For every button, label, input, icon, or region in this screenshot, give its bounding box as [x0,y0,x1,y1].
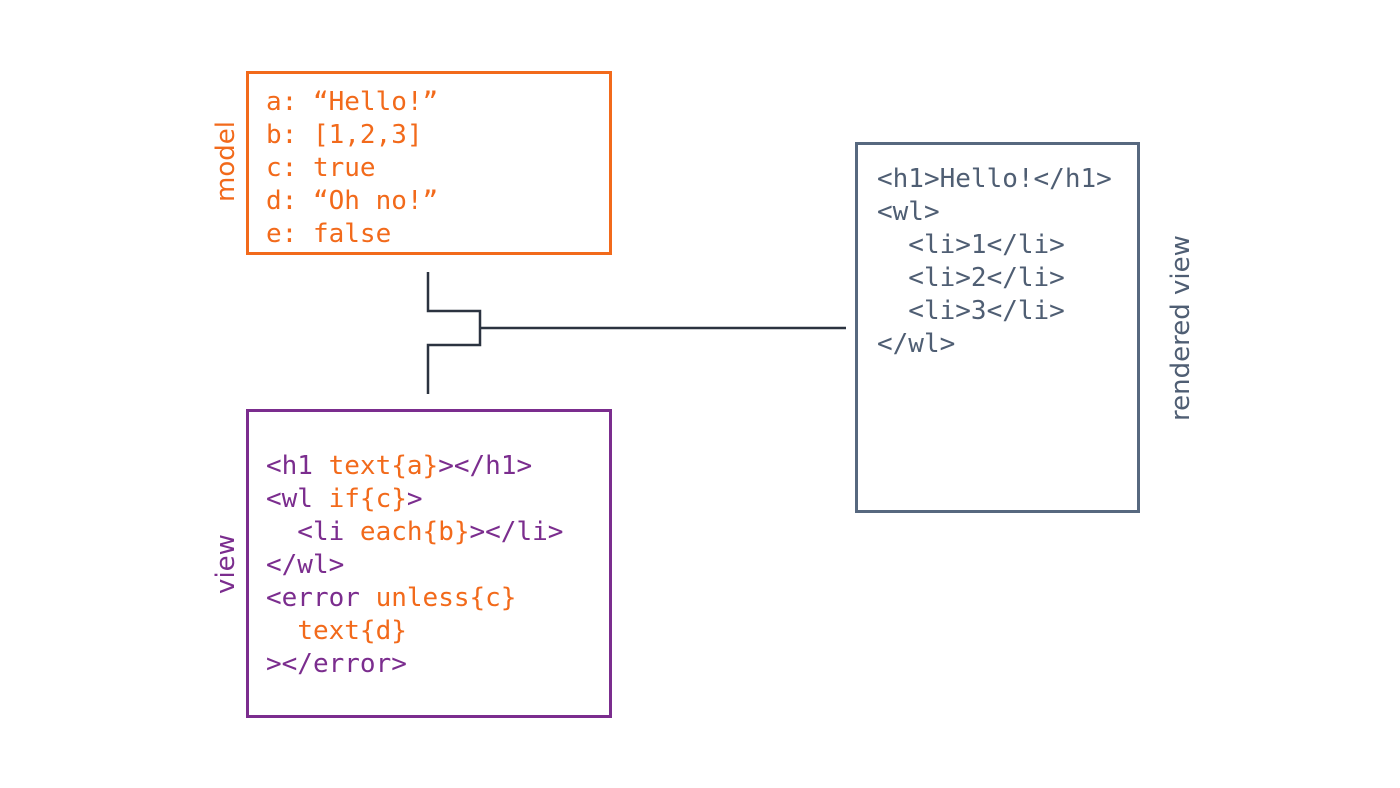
rendered-line: <li>3</li> [877,296,1065,326]
view-tag: <h1 [266,451,329,481]
rendered-view-box: <h1>Hello!</h1> <wl> <li>1</li> <li>2</l… [855,142,1140,513]
rendered-line: <h1>Hello!</h1> [877,164,1112,194]
view-attr: text{a} [328,451,439,481]
view-tag: <li [266,517,360,547]
rendered-line: <li>1</li> [877,230,1065,260]
view-attr: each{b} [359,517,470,547]
view-tail: > [406,484,423,514]
model-line: a: “Hello!” [266,87,439,117]
view-line: </wl> [266,549,344,582]
view-tag: <error [266,583,376,613]
view-attr: unless{c} [375,583,517,613]
model-box: a: “Hello!” b: [1,2,3] c: true d: “Oh no… [246,71,612,255]
view-line: ></error> [266,648,407,681]
view-box: <h1 text{a}></h1> <wl if{c}> <li each{b}… [246,409,612,718]
view-attr: text{d} [297,616,407,646]
view-tail: ></li> [469,517,564,547]
model-line: e: false [266,219,392,249]
view-tag: ></error> [266,649,407,679]
model-line: c: true [266,153,376,183]
view-line: <error unless{c} [266,582,516,615]
model-connector-line [426,272,482,394]
view-line: <h1 text{a}></h1> [266,450,532,483]
model-line: b: [1,2,3] [266,120,423,150]
rendered-line: <wl> [877,197,940,227]
view-line: <li each{b}></li> [266,516,563,549]
view-line: text{d} [266,615,407,648]
rendered-line: <li>2</li> [877,263,1065,293]
rendered-line: </wl> [877,329,956,359]
view-line: <wl if{c}> [266,483,423,516]
view-tag: <wl [266,484,329,514]
model-line: d: “Oh no!” [266,186,439,216]
view-tag: </wl> [266,550,345,580]
view-attr: if{c} [328,484,407,514]
view-tail: ></h1> [438,451,533,481]
